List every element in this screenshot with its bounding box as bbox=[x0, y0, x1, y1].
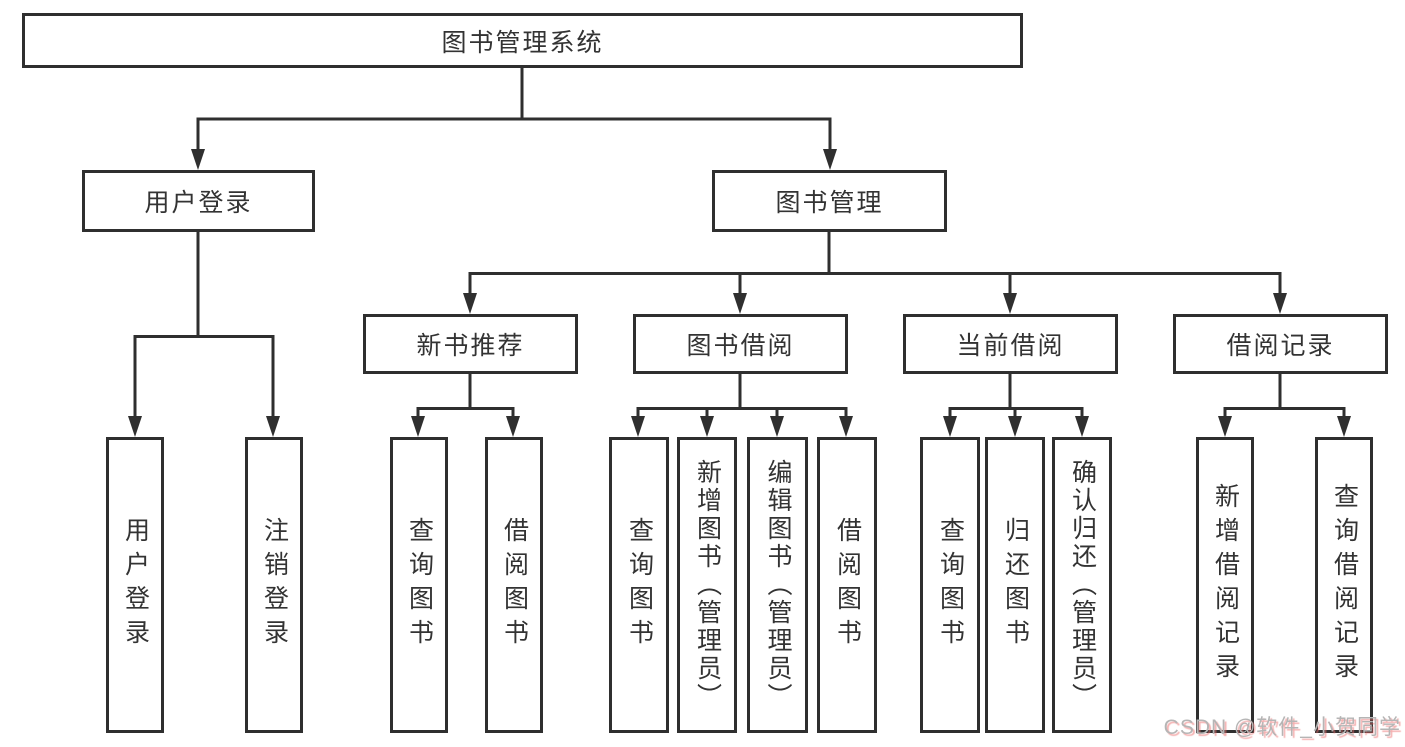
node-current-borrow-label: 当前借阅 bbox=[956, 332, 1065, 360]
leaf-add-borrow-record: 新增借阅记录 bbox=[1196, 437, 1254, 733]
node-user-login: 用户登录 bbox=[82, 170, 315, 232]
leaf-return-book: 归还图书 bbox=[985, 437, 1045, 733]
leaf-query-borrow-record-label: 查询借阅记录 bbox=[1330, 483, 1359, 687]
leaf-query-book-2: 查询图书 bbox=[609, 437, 669, 733]
leaf-edit-book-admin: 编辑图书（管理员） bbox=[747, 437, 808, 733]
node-root-label: 图书管理系统 bbox=[441, 28, 604, 57]
leaf-user-login-label: 用户登录 bbox=[121, 517, 150, 653]
leaf-borrow-book-2-label: 借阅图书 bbox=[833, 517, 862, 653]
node-book-management-label: 图书管理 bbox=[775, 189, 884, 217]
connector-book-borrow-group bbox=[636, 374, 848, 421]
leaf-add-book-admin-label: 新增图书（管理员） bbox=[693, 459, 722, 711]
node-book-management: 图书管理 bbox=[712, 170, 947, 232]
leaf-user-login: 用户登录 bbox=[106, 437, 164, 733]
leaf-query-book-2-label: 查询图书 bbox=[625, 517, 654, 653]
leaf-query-book-3-label: 查询图书 bbox=[936, 517, 965, 653]
leaf-add-book-admin: 新增图书（管理员） bbox=[677, 437, 737, 733]
connector-book-mgmt-branch bbox=[468, 232, 1282, 297]
leaf-borrow-book-2: 借阅图书 bbox=[817, 437, 877, 733]
watermark: CSDN @软件_小贺同学 bbox=[1163, 716, 1401, 739]
leaf-query-book-1-label: 查询图书 bbox=[405, 517, 434, 653]
node-borrow-record-label: 借阅记录 bbox=[1226, 332, 1335, 360]
connector-root-to-level2 bbox=[196, 68, 832, 153]
leaf-edit-book-admin-label: 编辑图书（管理员） bbox=[764, 459, 792, 711]
node-new-book-recommend-label: 新书推荐 bbox=[416, 332, 525, 360]
node-user-login-label: 用户登录 bbox=[144, 189, 253, 217]
leaf-logout: 注销登录 bbox=[245, 437, 303, 733]
node-new-book-recommend: 新书推荐 bbox=[363, 314, 578, 374]
leaf-borrow-book-1-label: 借阅图书 bbox=[500, 517, 529, 653]
leaf-query-book-3: 查询图书 bbox=[920, 437, 980, 733]
leaf-return-book-label: 归还图书 bbox=[1001, 517, 1030, 653]
leaf-confirm-return-admin-label: 确认归还（管理员） bbox=[1068, 459, 1097, 711]
connector-borrow-record-group bbox=[1223, 374, 1346, 421]
node-root: 图书管理系统 bbox=[22, 13, 1023, 68]
leaf-add-borrow-record-label: 新增借阅记录 bbox=[1211, 483, 1240, 687]
node-current-borrow: 当前借阅 bbox=[903, 314, 1118, 374]
leaf-query-book-1: 查询图书 bbox=[390, 437, 448, 733]
node-borrow-record: 借阅记录 bbox=[1173, 314, 1388, 374]
connector-new-book-group bbox=[416, 374, 515, 421]
leaf-borrow-book-1: 借阅图书 bbox=[485, 437, 543, 733]
leaf-confirm-return-admin: 确认归还（管理员） bbox=[1052, 437, 1112, 733]
leaf-logout-label: 注销登录 bbox=[260, 517, 289, 653]
arrowheads bbox=[128, 149, 1351, 437]
connector-user-login-branch bbox=[133, 232, 275, 421]
connector-current-borrow-group bbox=[948, 374, 1084, 421]
node-book-borrow-label: 图书借阅 bbox=[686, 332, 795, 360]
leaf-query-borrow-record: 查询借阅记录 bbox=[1315, 437, 1373, 733]
node-book-borrow: 图书借阅 bbox=[633, 314, 848, 374]
